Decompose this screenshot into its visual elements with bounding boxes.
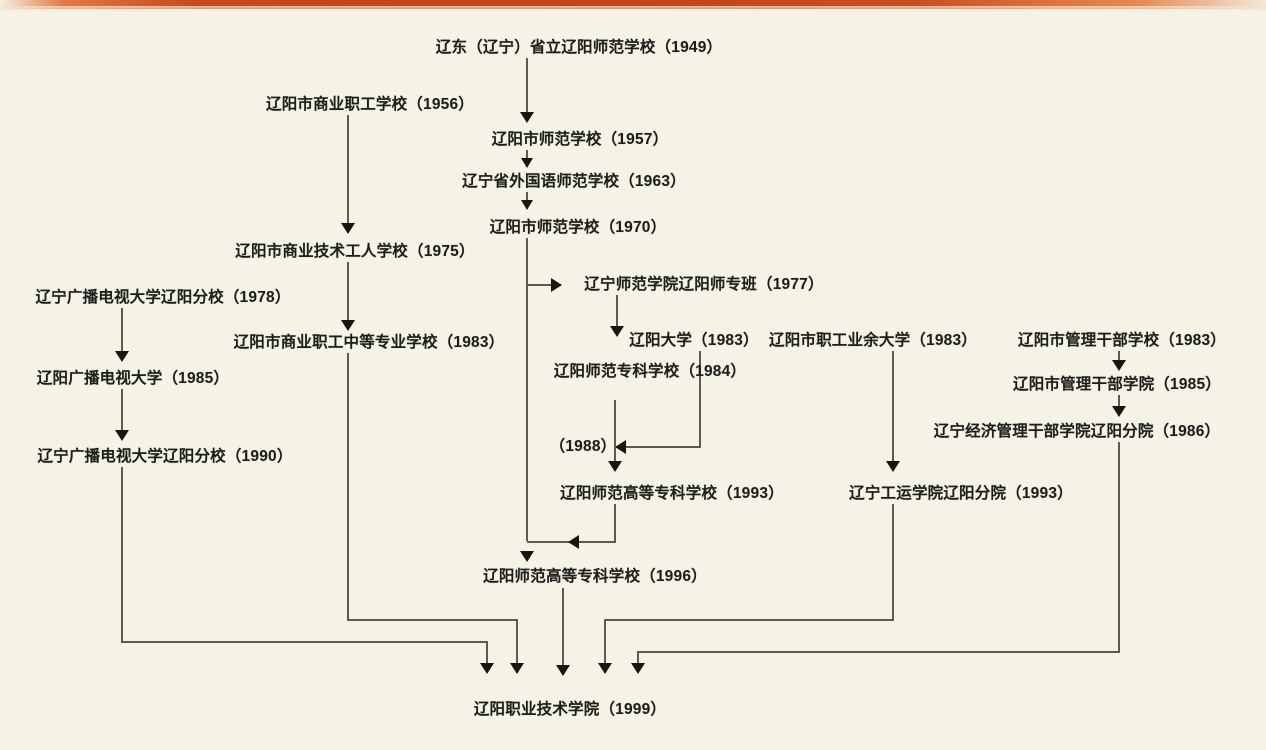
edge-1988-1993a-line [614, 400, 616, 462]
node-1975[interactable]: 辽阳市商业技术工人学校（1975） [235, 243, 475, 260]
node-1993-normal-college[interactable]: 辽阳师范高等专科学校（1993） [560, 485, 784, 502]
edge-1988-1993a-arrow [608, 461, 622, 472]
edge-1993a-1996-vertical [614, 504, 616, 543]
edge-1983a-1999-arrow [510, 663, 524, 674]
edge-1949-1957-arrow [520, 112, 534, 123]
edge-1990-1999-vertical [121, 467, 123, 643]
node-1990[interactable]: 辽宁广播电视大学辽阳分校（1990） [37, 448, 293, 465]
edge-1957-1963-arrow [521, 158, 533, 168]
edge-1993b-1999-drop [604, 619, 606, 668]
node-1978[interactable]: 辽宁广播电视大学辽阳分校（1978） [35, 289, 291, 306]
edge-1993b-1999-horizontal [604, 619, 894, 621]
node-1988-merge-label: （1988） [549, 438, 617, 455]
edge-1985a-1990-line [121, 389, 123, 435]
edge-1993b-1999-arrow [598, 663, 612, 674]
edge-1986-1999-drop [637, 651, 639, 668]
edge-1986-1999-vertical [1118, 442, 1120, 653]
node-1984[interactable]: 辽阳师范专科学校（1984） [553, 363, 747, 380]
edge-1990-1999-arrow [480, 663, 494, 674]
node-1983-commerce-secondary[interactable]: 辽阳市商业职工中等专业学校（1983） [233, 334, 505, 351]
node-1993-labour-movement-branch[interactable]: 辽宁工运学院辽阳分院（1993） [849, 485, 1073, 502]
node-1996[interactable]: 辽阳师范高等专科学校（1996） [483, 568, 707, 585]
edge-1996-1999-arrow [556, 665, 570, 676]
node-1957[interactable]: 辽阳市师范学校（1957） [491, 131, 669, 148]
edge-1983a-1999-drop [516, 619, 518, 668]
center-spine-line [526, 238, 528, 541]
node-1985-management-cadre-institute[interactable]: 辽阳市管理干部学院（1985） [1013, 376, 1221, 393]
edge-1983c-1993b-arrow [886, 461, 900, 472]
node-1970[interactable]: 辽阳市师范学校（1970） [489, 219, 667, 236]
node-1986[interactable]: 辽宁经济管理干部学院辽阳分院（1986） [933, 423, 1221, 440]
edge-1963-1970-line [526, 192, 528, 203]
edge-1956-1975-arrow [341, 223, 355, 234]
edge-1978-1985a-line [121, 308, 123, 356]
edge-1985b-1986-line [1118, 395, 1120, 413]
node-1999[interactable]: 辽阳职业技术学院（1999） [473, 701, 667, 718]
edge-1986-1999-horizontal [637, 651, 1120, 653]
edge-1975-1983a-arrow [341, 320, 355, 331]
edge-1983d-1985b-line [1118, 351, 1120, 365]
top-accent-strip [0, 0, 1266, 9]
node-1985-radio-tv-university[interactable]: 辽阳广播电视大学（1985） [36, 370, 230, 387]
edge-1983b-1988-horizontal [615, 446, 701, 448]
edge-1970-1977-line [527, 284, 553, 286]
edge-1970-1977-arrow [551, 278, 562, 292]
edge-1977-1983b-arrow [610, 326, 624, 337]
edge-1949-1957-line [526, 58, 528, 113]
edge-1990-1999-horizontal [121, 641, 488, 643]
edge-1963-1970-arrow [521, 200, 533, 210]
node-1983-workers-spare-time-university[interactable]: 辽阳市职工业余大学（1983） [769, 332, 977, 349]
edge-spine-1996-arrow [520, 551, 534, 562]
edge-1977-1983b-line [616, 295, 618, 331]
edge-1957-1963-line [526, 150, 528, 161]
edge-1993b-1999-vertical [892, 504, 894, 621]
edge-1985b-1986-arrow [1112, 406, 1126, 417]
node-1949[interactable]: 辽东（辽宁）省立辽阳师范学校（1949） [435, 39, 723, 56]
top-accent-fade [0, 6, 1266, 13]
node-1977[interactable]: 辽宁师范学院辽阳师专班（1977） [584, 276, 824, 293]
edge-1996-1999-line [562, 588, 564, 674]
edge-1975-1983a-line [347, 262, 349, 325]
edge-1993a-1996-arrow [568, 535, 579, 549]
edge-1983b-1988-vertical [699, 351, 701, 447]
edge-1978-1985a-arrow [115, 351, 129, 362]
edge-1990-1999-drop [486, 641, 488, 668]
node-1983-management-cadre-school[interactable]: 辽阳市管理干部学校（1983） [1018, 332, 1226, 349]
edge-1983a-1999-horizontal [347, 619, 517, 621]
edge-1986-1999-arrow [631, 663, 645, 674]
edge-1983b-1988-arrow [615, 440, 626, 454]
edge-1985a-1990-arrow [115, 430, 129, 441]
edge-1983d-1985b-arrow [1112, 360, 1126, 371]
edge-1956-1975-line [347, 115, 349, 226]
edge-1983c-1993b-line [892, 351, 894, 464]
node-1956[interactable]: 辽阳市商业职工学校（1956） [266, 96, 474, 113]
node-1983-liaoyang-university[interactable]: 辽阳大学（1983） [629, 332, 759, 349]
node-1963[interactable]: 辽宁省外国语师范学校（1963） [462, 173, 686, 190]
edge-1983a-1999-vertical [347, 353, 349, 621]
